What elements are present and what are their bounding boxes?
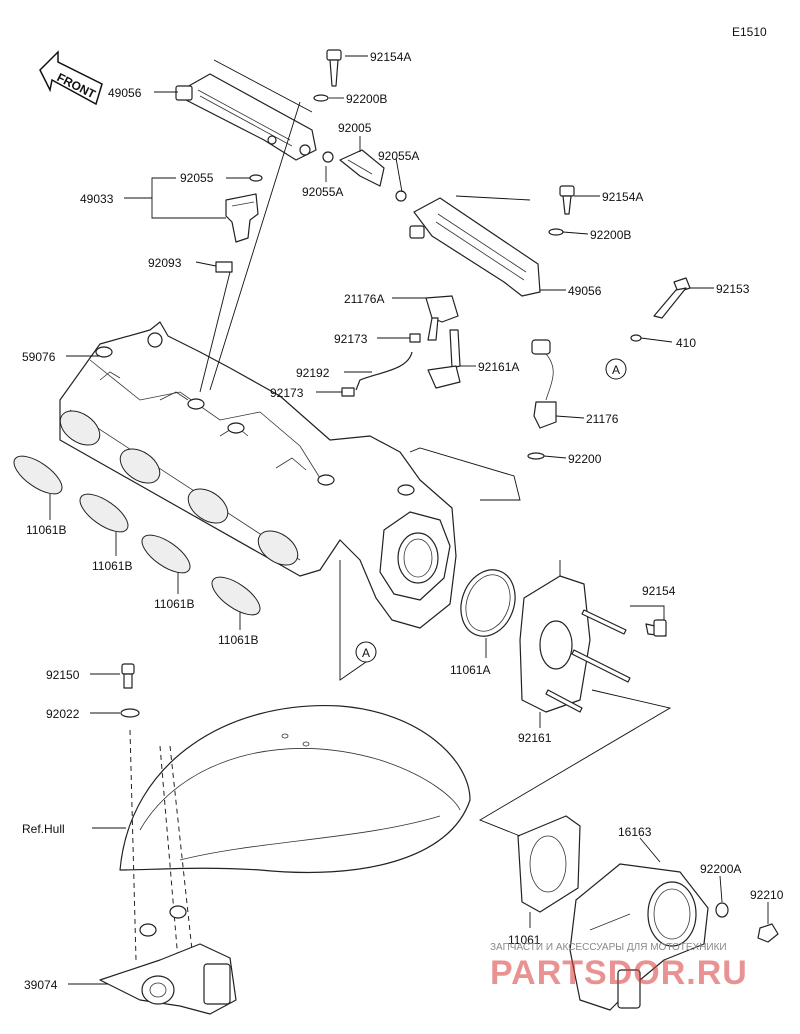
callout-92093: 92093 (148, 256, 182, 270)
throttle-body-16163 (569, 863, 709, 1011)
seal-92093 (215, 261, 233, 273)
callout-92055A-left: 92055A (302, 185, 343, 199)
oring-92055A-right (395, 190, 407, 202)
actuator-39074 (99, 905, 237, 1015)
gasket-11061B-4 (211, 576, 261, 616)
gasket-11061B-3 (141, 534, 191, 574)
fuel-rail-right (409, 197, 541, 297)
clamp-92173-bottom (341, 387, 355, 397)
intake-manifold-59076 (59, 321, 457, 629)
washer-92200B-top (313, 94, 329, 102)
joint-pipe-92005 (339, 149, 385, 187)
watermark-brand: PARTSDOR.RU (490, 954, 748, 992)
callout-11061B-4: 11061B (218, 633, 258, 647)
nut-92210 (757, 923, 779, 943)
callout-21176: 21176 (586, 412, 619, 426)
washer-92200A (715, 902, 729, 918)
callout-92154A-right: 92154A (602, 190, 643, 204)
callout-16163: 16163 (618, 825, 652, 839)
callout-92150: 92150 (46, 668, 80, 682)
washer-410 (630, 334, 642, 342)
callout-92153: 92153 (716, 282, 750, 296)
callout-92005: 92005 (338, 121, 372, 135)
reference-marker-a-1 (605, 358, 627, 380)
callout-92173-top: 92173 (334, 332, 368, 346)
callout-92173-bottom: 92173 (270, 386, 304, 400)
callout-92154A-top: 92154A (370, 50, 411, 64)
callout-labels: 92154A 49056 92200B 92005 92055A 92055A … (22, 50, 784, 992)
callout-11061B-1: 11061B (26, 523, 66, 537)
callout-92154: 92154 (642, 584, 676, 598)
callout-11061: 11061 (508, 933, 541, 947)
callout-11061B-2: 11061B (92, 559, 132, 573)
spacer-plate-92161 (519, 575, 631, 713)
callout-92161: 92161 (518, 731, 552, 745)
front-arrow-icon: FRONT (39, 50, 103, 106)
callout-49056-right: 49056 (568, 284, 602, 298)
assembly-line-3 (169, 745, 193, 951)
reference-marker-a-1-label: A (612, 363, 620, 377)
sensor-21176 (531, 339, 557, 429)
callout-92161A: 92161A (478, 360, 519, 374)
callout-49033: 49033 (80, 192, 114, 206)
oring-11061A (460, 569, 516, 637)
gasket-11061B-1 (13, 455, 63, 495)
injector-49033 (225, 174, 263, 243)
gasket-11061B-2 (79, 493, 129, 533)
callout-92022: 92022 (46, 707, 80, 721)
bolt-92150 (121, 663, 135, 689)
callout-59076: 59076 (22, 350, 56, 364)
hose-92192 (355, 351, 413, 391)
callout-39074: 39074 (24, 978, 58, 992)
fuel-rail-left (175, 73, 317, 161)
sensor-21176A (425, 295, 459, 341)
callout-ref-hull: Ref.Hull (22, 822, 65, 836)
callout-92200B-right: 92200B (590, 228, 631, 242)
washer-92022 (120, 708, 140, 718)
bolt-92154A-right (559, 185, 575, 215)
bolt-92153 (653, 277, 691, 319)
callout-92210: 92210 (750, 888, 784, 902)
callout-11061A: 11061A (450, 663, 490, 677)
fitting-92161A (427, 329, 461, 389)
watermark: ЗАПЧАСТИ И АКСЕССУАРЫ ДЛЯ МОТОТЕХНИКИ PA… (490, 942, 748, 992)
callout-92192: 92192 (296, 366, 330, 380)
callout-21176A: 21176A (344, 292, 384, 306)
oring-92055A-left (322, 151, 334, 163)
assembly-line-1 (129, 729, 137, 961)
reference-marker-a-2-label: A (362, 646, 370, 660)
callout-92200: 92200 (568, 452, 602, 466)
washer-92200B-right (548, 228, 564, 236)
callout-92200A: 92200A (700, 862, 741, 876)
hull-reference (119, 704, 471, 873)
callout-49056-left: 49056 (108, 86, 142, 100)
callout-11061B-3: 11061B (154, 597, 194, 611)
leader-lines (49, 55, 769, 985)
bolt-92154 (645, 619, 667, 637)
callout-410: 410 (676, 336, 696, 350)
diagram-code: E1510 (732, 25, 767, 39)
callout-92055A-right: 92055A (378, 149, 419, 163)
callout-92055: 92055 (180, 171, 214, 185)
clamp-92173-top (409, 333, 421, 343)
gasket-11061 (517, 815, 581, 913)
washer-92200 (527, 452, 545, 460)
bolt-92154A-top (326, 49, 342, 87)
callout-92200B-top: 92200B (346, 92, 387, 106)
watermark-tagline: ЗАПЧАСТИ И АКСЕССУАРЫ ДЛЯ МОТОТЕХНИКИ (490, 942, 727, 953)
